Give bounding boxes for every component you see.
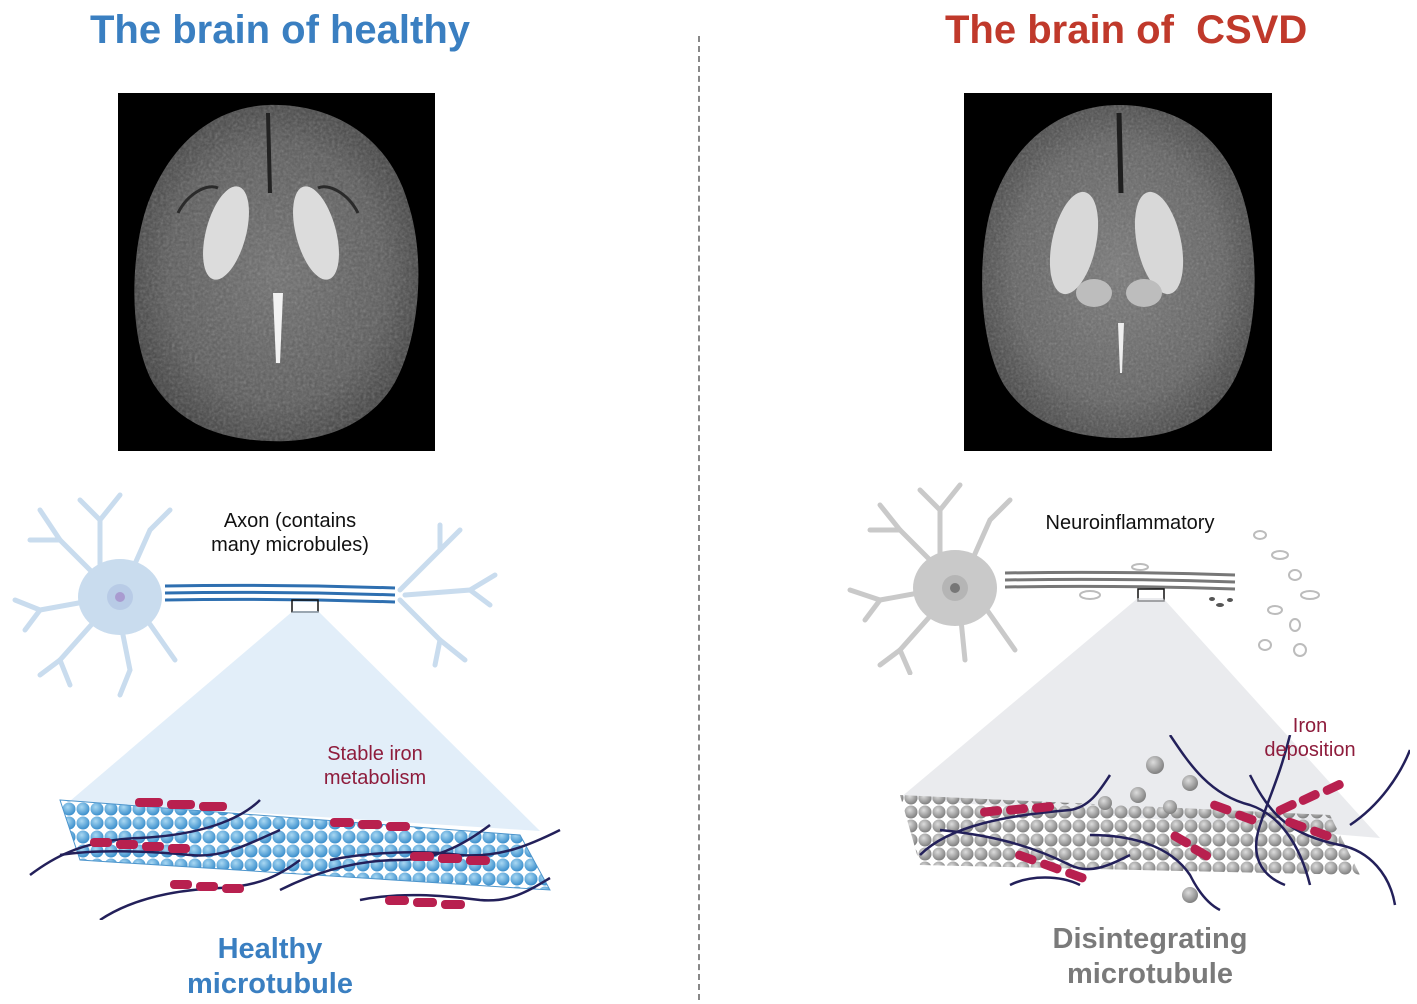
disintegrating-microtubule-label: Disintegrating microtubule — [1052, 923, 1248, 990]
healthy-neuron-illustration — [12, 492, 498, 698]
neuroinflammatory-label: Neuroinflammatory — [1045, 512, 1215, 534]
stable-iron-label: Stable iron metabolism — [323, 743, 427, 789]
healthy-brain-mri — [118, 93, 435, 451]
axon-label: Axon (contains many microbules) — [211, 510, 369, 556]
healthy-zoom-cone — [70, 611, 540, 831]
right-title: The brain of CSVD — [945, 8, 1308, 52]
csvd-neuron-illustration — [847, 482, 1320, 675]
csvd-zoom-cone — [900, 598, 1380, 838]
iron-deposition-label: Iron deposition — [1264, 715, 1356, 761]
healthy-microtubule — [29, 798, 561, 920]
panel-divider — [698, 36, 700, 1000]
left-title: The brain of healthy — [90, 8, 471, 52]
csvd-microtubule — [900, 735, 1410, 912]
csvd-brain-mri — [964, 93, 1272, 451]
healthy-microtubule-label: Healthy microtubule — [187, 933, 353, 1000]
